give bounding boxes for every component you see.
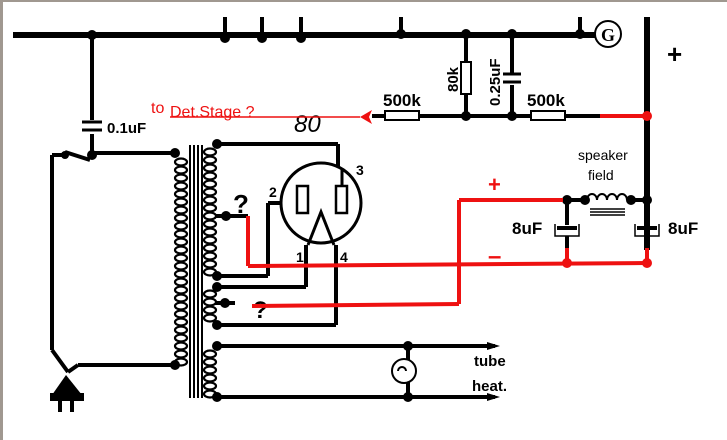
coil-turn	[202, 227, 218, 237]
coil-turn	[202, 357, 218, 367]
coil-turn	[173, 309, 189, 319]
coil-turn	[202, 313, 218, 323]
cap-0.1uF-label: 0.1uF	[107, 120, 146, 137]
bus-junctions	[87, 29, 585, 43]
coil-turn	[173, 285, 189, 295]
coil-turn	[202, 235, 218, 245]
det-stage-to-label: to	[151, 100, 164, 117]
red-junctions	[360, 110, 652, 268]
coil-turn	[202, 373, 218, 383]
cap-8uF-right-label: 8uF	[668, 219, 698, 238]
ground-label: G	[601, 25, 615, 45]
speaker-label-line1: speaker	[578, 147, 628, 163]
coil-turn	[173, 261, 189, 271]
coil-turn	[202, 147, 218, 157]
coil-turn	[202, 297, 218, 307]
bplus-label: +	[667, 39, 682, 69]
resistor-500k-right-label: 500k	[527, 91, 565, 110]
coil-turn	[173, 245, 189, 255]
coil-turn	[202, 155, 218, 165]
coil-turn	[173, 357, 189, 367]
power-switch-icon	[50, 150, 91, 350]
resistor-500k-left-label: 500k	[383, 91, 421, 110]
secondary-wiring	[215, 142, 495, 399]
coil-turn	[202, 243, 218, 253]
pin-4-label: 4	[340, 249, 348, 265]
coil-turn	[202, 187, 218, 197]
pilot-lamp-icon	[391, 358, 417, 384]
coil-turn	[173, 349, 189, 359]
capacitor-0.25uF-label: 0.25uF	[487, 58, 504, 106]
electrolytic-capacitor-icon-right	[634, 224, 660, 237]
red-minus-label: –	[488, 243, 501, 270]
heater-label-line2: heat.	[472, 378, 507, 395]
speaker-label-line2: field	[588, 167, 614, 183]
coil-turn	[173, 293, 189, 303]
coil-turn	[173, 341, 189, 351]
coil-turn	[202, 251, 218, 261]
secondary-taps	[212, 139, 413, 402]
cap-8uF-left-label: 8uF	[512, 219, 542, 238]
coil-turn	[173, 237, 189, 247]
coil-turn	[173, 277, 189, 287]
pin-3-label: 3	[356, 162, 364, 178]
question-mark-lower: ?	[253, 297, 268, 324]
resistor-icon-500k-right	[530, 110, 566, 121]
coil-turn	[202, 305, 218, 315]
det-stage-label: Det.Stage ?	[170, 104, 255, 121]
coil-turn	[173, 157, 189, 167]
plug-wires	[50, 348, 175, 374]
coil-turn	[173, 213, 189, 223]
question-mark-upper: ?	[233, 189, 249, 219]
coil-turn	[202, 171, 218, 181]
coil-turn	[173, 205, 189, 215]
coil-turn	[173, 317, 189, 327]
coil-turn	[202, 211, 218, 221]
heater-label-line1: tube	[474, 353, 506, 370]
resistor-icon-500k-left	[384, 110, 420, 121]
heater-arrows	[487, 342, 500, 401]
red-plus-label: +	[488, 172, 501, 197]
coil-turn	[173, 325, 189, 335]
coil-turn	[173, 253, 189, 263]
capacitor-0.1uF-icon	[82, 120, 102, 132]
pin-1-label: 1	[296, 249, 304, 265]
coil-turn	[173, 181, 189, 191]
coil-turn	[173, 333, 189, 343]
coil-turn	[202, 349, 218, 359]
ground-G-icon: G	[580, 20, 622, 48]
transformer-icon	[170, 145, 218, 399]
coil-turn	[202, 365, 218, 375]
rectifier-tube-icon	[279, 161, 363, 246]
coil-turn	[202, 219, 218, 229]
coil-turn	[173, 301, 189, 311]
capacitor-0.25uF-icon	[503, 72, 521, 84]
coil-turn	[202, 179, 218, 189]
resistor-icon-80k	[460, 61, 472, 95]
inductor-icon	[586, 193, 628, 216]
red-modification-wiring	[170, 114, 649, 308]
coil-turn	[202, 163, 218, 173]
pin-2-label: 2	[269, 184, 277, 200]
resistor-80k-label: 80k	[445, 66, 462, 92]
coil-turn	[202, 259, 218, 269]
power-plug-icon	[50, 375, 84, 412]
coil-turn	[173, 165, 189, 175]
coil-turn	[173, 229, 189, 239]
coil-turn	[173, 189, 189, 199]
coupling-branch	[90, 35, 175, 155]
electrolytic-capacitor-icon-left	[554, 224, 580, 237]
coil-turn	[173, 221, 189, 231]
coil-turn	[173, 197, 189, 207]
coil-turn	[202, 289, 218, 299]
coil-turn	[202, 381, 218, 391]
coil-turn	[173, 269, 189, 279]
coil-turn	[202, 195, 218, 205]
coil-turn	[173, 173, 189, 183]
tube-type-label: 80	[294, 111, 321, 138]
coil-turn	[202, 203, 218, 213]
